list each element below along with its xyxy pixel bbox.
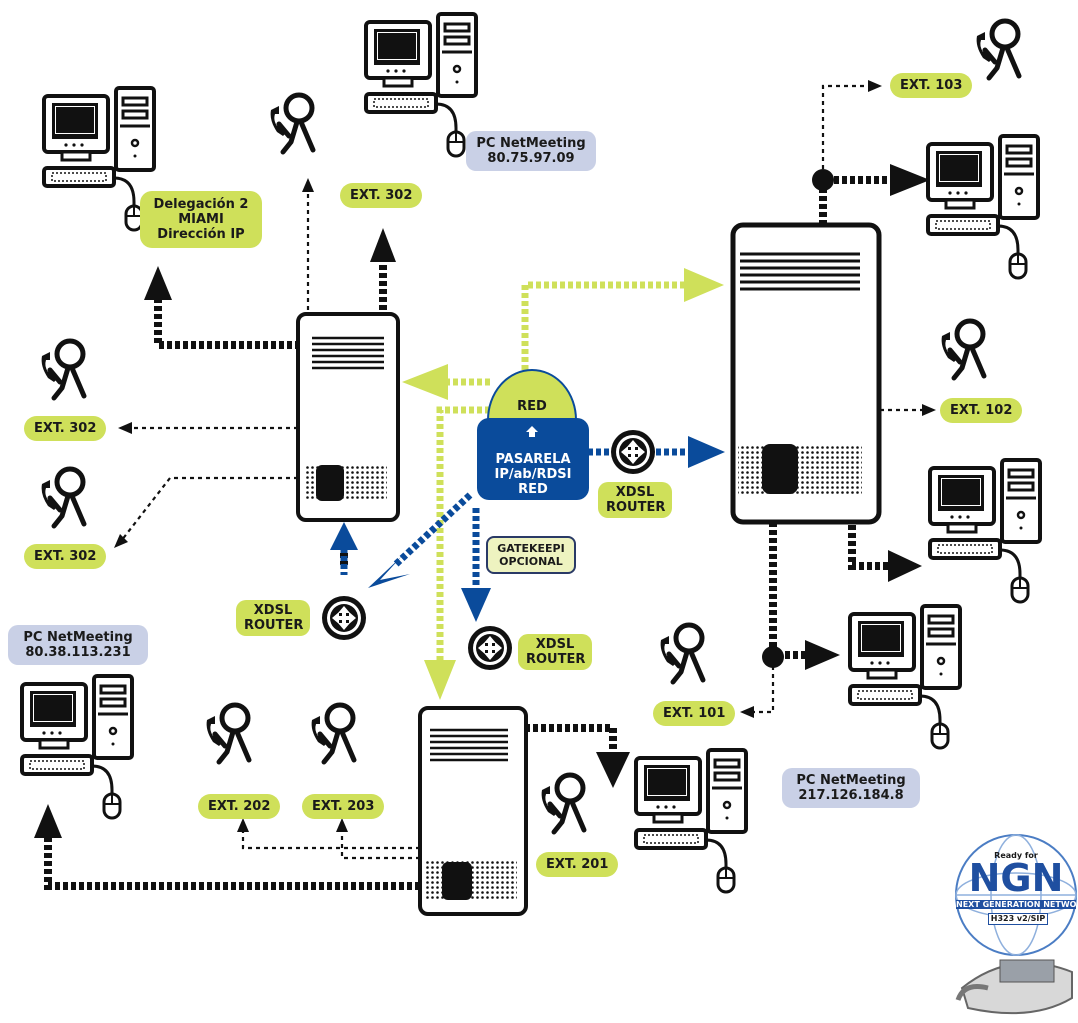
badge-subtitle: NEXT GENERATION NETWO — [956, 900, 1076, 909]
pc-right-name: PC NetMeeting — [796, 773, 906, 788]
router-bottom-line1: XDSL — [535, 637, 575, 652]
yellow-arrowheads — [402, 268, 724, 700]
router-left-line1: XDSL — [253, 603, 293, 618]
person-ext302-bottom-icon — [42, 469, 84, 526]
router-left-line2: ROUTER — [244, 618, 304, 633]
ext-302-top-label: EXT. 302 — [340, 183, 423, 208]
ext-302-bottom-label: EXT. 302 — [24, 544, 107, 569]
badge-ready: Ready for — [994, 851, 1038, 860]
pc-right-info: PC NetMeeting 217.126.184.8 — [782, 768, 920, 808]
pasarela-red: RED — [518, 482, 548, 497]
person-ext203-icon — [312, 705, 354, 762]
pc-left-icon — [20, 674, 134, 820]
pc-right-mid-icon — [928, 458, 1042, 604]
person-ext103-icon — [977, 21, 1019, 78]
gatekeeper-box: GATEKEEPI OPCIONAL — [486, 536, 576, 574]
person-ext201-icon — [542, 775, 584, 832]
ext-201-label: EXT. 201 — [536, 852, 619, 877]
ext-302-left-label: EXT. 302 — [24, 416, 107, 441]
pc-bottom-icon — [634, 748, 748, 894]
black-arrowheads — [34, 80, 936, 838]
gateway — [477, 369, 589, 500]
delegacion-ip: Dirección IP — [157, 227, 245, 242]
person-ext102-icon — [942, 321, 984, 378]
delegacion-box: Delegación 2 MIAMI Dirección IP — [140, 191, 262, 248]
pasarela-label: PASARELA IP/ab/RDSI RED — [477, 452, 589, 497]
gatekeeper-optional: OPCIONAL — [499, 555, 563, 568]
router-right-line1: XDSL — [615, 485, 655, 500]
blue-links — [340, 448, 690, 590]
person-ext302-left-icon — [42, 341, 84, 398]
pc-left-info: PC NetMeeting 80.38.113.231 — [8, 625, 148, 665]
badge-ngn: NGN — [968, 856, 1064, 900]
black-links — [44, 84, 925, 890]
pasarela-type: IP/ab/RDSI — [494, 467, 572, 482]
router-bottom-line2: ROUTER — [526, 652, 586, 667]
delegacion-city: MIAMI — [178, 212, 224, 227]
router-right-line2: ROUTER — [606, 500, 666, 515]
person-ext101-icon — [661, 625, 703, 682]
pc-top-ip: 80.75.97.09 — [487, 151, 575, 166]
router-right-label: XDSL ROUTER — [598, 482, 672, 518]
pasarela-title: PASARELA — [495, 452, 571, 467]
badge-protocol: H323 v2/SIP — [988, 913, 1048, 925]
yellow-links — [436, 281, 688, 660]
person-top-icon — [271, 95, 313, 152]
router-left-label: XDSL ROUTER — [236, 600, 310, 636]
pc-left-name: PC NetMeeting — [23, 630, 133, 645]
pbx-left — [296, 312, 400, 522]
router-right-icon — [611, 430, 655, 474]
gatekeeper-title: GATEKEEPI — [497, 542, 565, 555]
pc-right-top-icon — [926, 134, 1040, 280]
pc-right-ip: 217.126.184.8 — [798, 788, 904, 803]
pc-top-info: PC NetMeeting 80.75.97.09 — [466, 131, 596, 171]
ext-202-label: EXT. 202 — [198, 794, 281, 819]
red-label: RED — [517, 399, 547, 414]
delegacion-name: Delegación 2 — [153, 197, 249, 212]
pbx-bottom — [418, 706, 528, 916]
pc-left-ip: 80.38.113.231 — [25, 645, 131, 660]
pbx-right — [730, 222, 882, 525]
ext-101-label: EXT. 101 — [653, 701, 736, 726]
pc-top-icon — [364, 12, 478, 158]
ngn-badge — [955, 834, 1077, 1015]
router-bottom-icon — [468, 626, 512, 670]
pc-right-bottom-icon — [848, 604, 962, 750]
router-left-icon — [322, 596, 366, 640]
person-ext202-icon — [207, 705, 249, 762]
ext-103-label: EXT. 103 — [890, 73, 973, 98]
pc-delegacion-icon — [42, 86, 156, 232]
ext-203-label: EXT. 203 — [302, 794, 385, 819]
pc-top-name: PC NetMeeting — [476, 136, 586, 151]
router-bottom-label: XDSL ROUTER — [518, 634, 592, 670]
ext-102-label: EXT. 102 — [940, 398, 1023, 423]
blue-arrowheads — [330, 436, 725, 622]
